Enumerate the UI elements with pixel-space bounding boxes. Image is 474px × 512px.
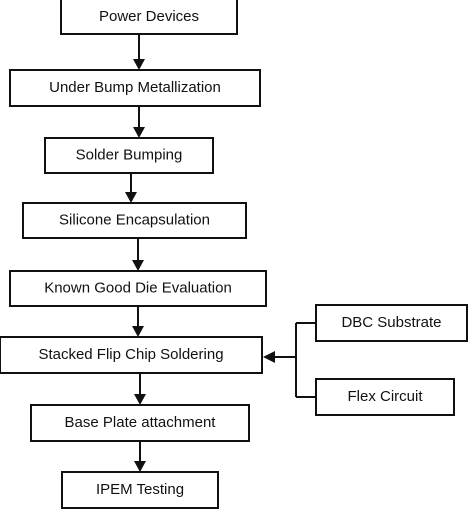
arrow-power-to-ubm <box>133 34 145 70</box>
bracket-side-inputs-connector <box>263 322 316 398</box>
input-label: DBC Substrate <box>341 314 441 331</box>
arrow-ubm-to-solder-bumping <box>133 106 145 138</box>
step-label: Under Bump Metallization <box>49 79 221 96</box>
arrow-encapsulation-to-kgd <box>132 238 144 271</box>
step-label: Power Devices <box>99 8 199 25</box>
step-ipem-testing: IPEM Testing <box>61 471 219 509</box>
arrow-kgd-to-stacked-flip-chip <box>132 306 144 337</box>
step-stacked-flip-chip-soldering: Stacked Flip Chip Soldering <box>0 336 263 374</box>
step-known-good-die-evaluation: Known Good Die Evaluation <box>9 270 267 307</box>
input-flex-circuit: Flex Circuit <box>315 378 455 416</box>
step-label: IPEM Testing <box>96 481 184 498</box>
step-base-plate-attachment: Base Plate attachment <box>30 404 250 442</box>
step-label: Silicone Encapsulation <box>59 211 210 228</box>
arrow-base-plate-to-ipem-testing <box>134 441 146 472</box>
step-label: Solder Bumping <box>76 146 183 163</box>
step-label: Stacked Flip Chip Soldering <box>38 346 223 363</box>
step-power-devices: Power Devices <box>60 0 238 35</box>
arrow-stacked-flip-chip-to-base-plate <box>134 373 146 405</box>
step-label: Known Good Die Evaluation <box>44 279 232 296</box>
input-label: Flex Circuit <box>347 388 423 405</box>
step-silicone-encapsulation: Silicone Encapsulation <box>22 202 247 239</box>
step-label: Base Plate attachment <box>65 414 217 431</box>
input-dbc-substrate: DBC Substrate <box>315 304 468 342</box>
step-under-bump-metallization: Under Bump Metallization <box>9 69 261 107</box>
step-solder-bumping: Solder Bumping <box>44 137 214 174</box>
arrow-solder-bumping-to-encapsulation <box>125 173 137 203</box>
